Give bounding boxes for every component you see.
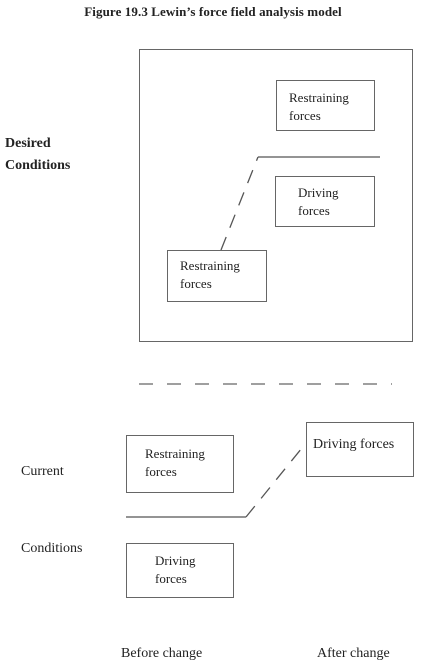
after-change-label: After change [317,646,390,661]
current-dashed-transition [245,442,307,518]
box-text-line1: Driving forces [313,437,395,452]
conditions-label: Conditions [21,541,83,556]
desired-label-line1: Desired [5,136,51,151]
current-driving-forces-after: Driving forces [306,422,414,477]
box-text-line2: forces [145,464,177,479]
box-text-line2: forces [298,203,330,218]
box-text-line1: Restraining [180,258,240,273]
current-restraining-forces: Restraining forces [126,435,234,493]
current-label: Current [21,464,64,479]
current-driving-forces: Driving forces [126,543,234,598]
box-text-line1: Driving [155,553,196,568]
before-change-label: Before change [121,646,203,661]
desired-dashed-transition [220,156,259,251]
desired-restraining-forces-bottom: Restraining forces [167,250,267,302]
desired-conditions-frame [139,49,413,342]
box-text-line1: Driving [298,185,339,200]
desired-restraining-forces-top: Restraining forces [276,80,375,131]
figure-title: Figure 19.3 Lewin’s force field analysis… [84,4,342,19]
box-text-line1: Restraining [289,90,349,105]
desired-conditions-label: Desired Conditions [5,133,70,177]
box-text-line2: forces [289,108,321,123]
box-text-line2: forces [155,571,187,586]
box-text-line1: Restraining [145,446,205,461]
desired-driving-forces: Driving forces [275,176,375,227]
desired-label-line2: Conditions [5,158,71,173]
box-text-line2: forces [180,276,212,291]
